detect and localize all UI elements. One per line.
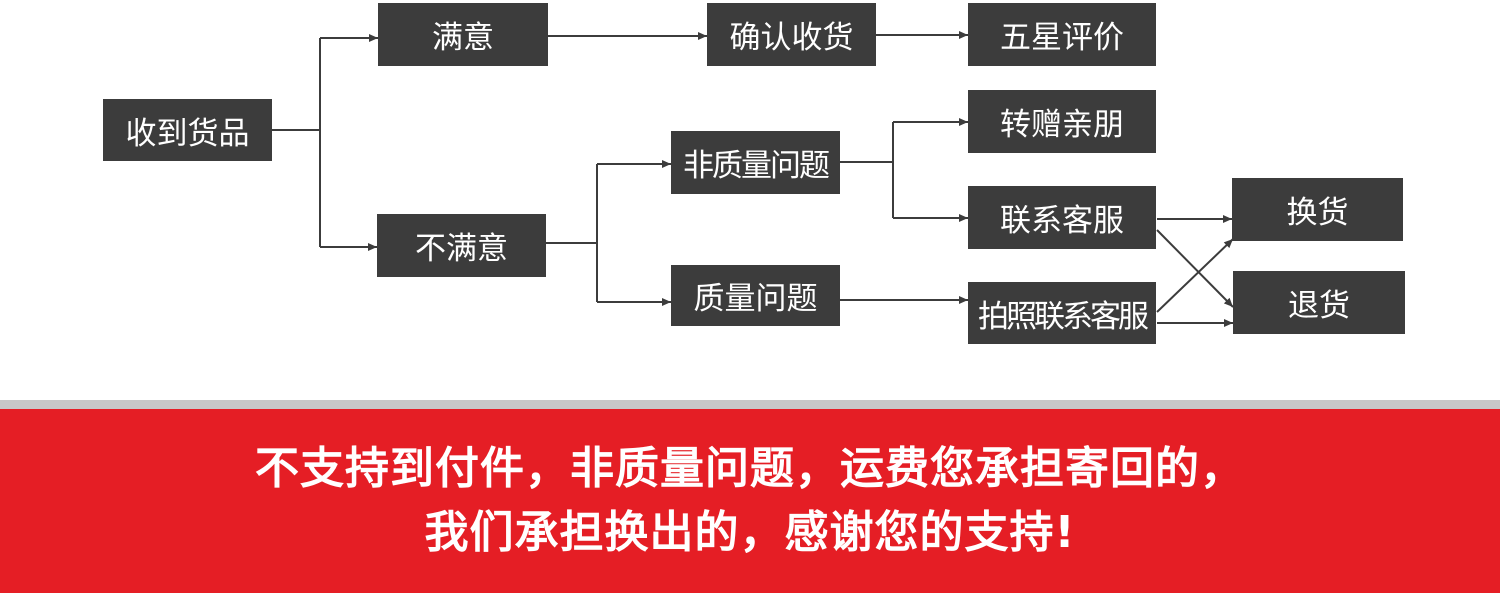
banner-line-2: 我们承担换出的，感谢您的支持!	[424, 507, 1076, 558]
node-quality-issue: 质量问题	[671, 265, 840, 326]
node-received: 收到货品	[103, 99, 272, 161]
node-confirm-receipt: 确认收货	[707, 3, 876, 66]
node-photo-contact-service: 拍照联系客服	[968, 282, 1156, 344]
node-return: 退货	[1233, 271, 1405, 334]
shipping-policy-banner: 不支持到付件，非质量问题，运费您承担寄回的， 我们承担换出的，感谢您的支持!	[0, 409, 1500, 593]
connector-received-split	[272, 38, 321, 131]
node-non-quality-issue: 非质量问题	[671, 131, 840, 194]
banner-top-stripe	[0, 400, 1500, 409]
node-unsatisfied: 不满意	[377, 214, 546, 277]
connector-photo-exchange	[1156, 238, 1234, 313]
node-satisfied: 满意	[378, 3, 548, 66]
flowchart-connectors	[272, 31, 1234, 327]
node-exchange: 换货	[1232, 178, 1403, 241]
node-contact-service: 联系客服	[968, 186, 1156, 249]
banner-line-1: 不支持到付件，非质量问题，运费您承担寄回的，	[255, 443, 1245, 494]
node-five-star-review: 五星评价	[968, 3, 1156, 66]
connector-unsatisfied-split	[546, 164, 598, 244]
node-gift-to-friends: 转赠亲朋	[968, 90, 1156, 153]
connector-non-quality-split	[840, 122, 894, 163]
return-policy-flowchart: 收到货品 满意 确认收货 五星评价 不满意 非质量问题 质量问题 转赠亲朋 联系…	[103, 3, 1405, 344]
connector-contact-return	[1156, 229, 1234, 308]
